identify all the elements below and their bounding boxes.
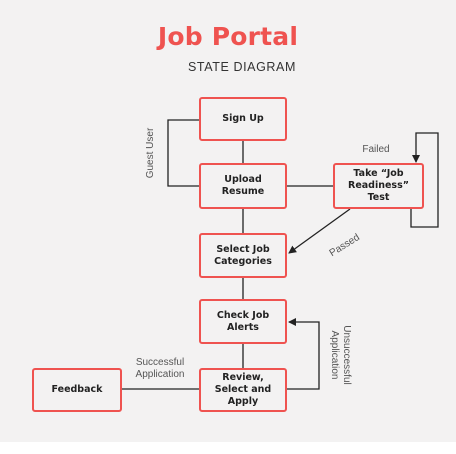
label-guest-user: Guest User	[145, 127, 156, 179]
edge-passed	[288, 208, 351, 254]
edge-unsuccessful	[287, 318, 320, 390]
label-failed: Failed	[362, 144, 390, 155]
diagram-edges	[122, 119, 439, 390]
node-check-alerts: Check Job Alerts	[199, 299, 287, 344]
node-feedback: Feedback	[32, 368, 122, 412]
node-select-categories: Select Job Categories	[199, 233, 287, 278]
node-sign-up: Sign Up	[199, 97, 287, 141]
node-upload-resume: Upload Resume	[199, 163, 287, 209]
node-take-test: Take “Job Readiness” Test	[333, 163, 424, 209]
node-review-apply: Review, Select and Apply	[199, 368, 287, 412]
label-successful: Successful Application	[135, 357, 185, 380]
edge-guest-user	[167, 119, 199, 187]
diagram-canvas: Job Portal STATE DIAGRAM	[0, 0, 456, 442]
label-unsuccessful: Unsuccessful Application	[329, 325, 352, 385]
diagram-subtitle: STATE DIAGRAM	[187, 60, 297, 74]
bottom-bar	[0, 442, 456, 454]
diagram-title: Job Portal	[157, 22, 299, 51]
edge-failed-loop	[410, 132, 439, 228]
